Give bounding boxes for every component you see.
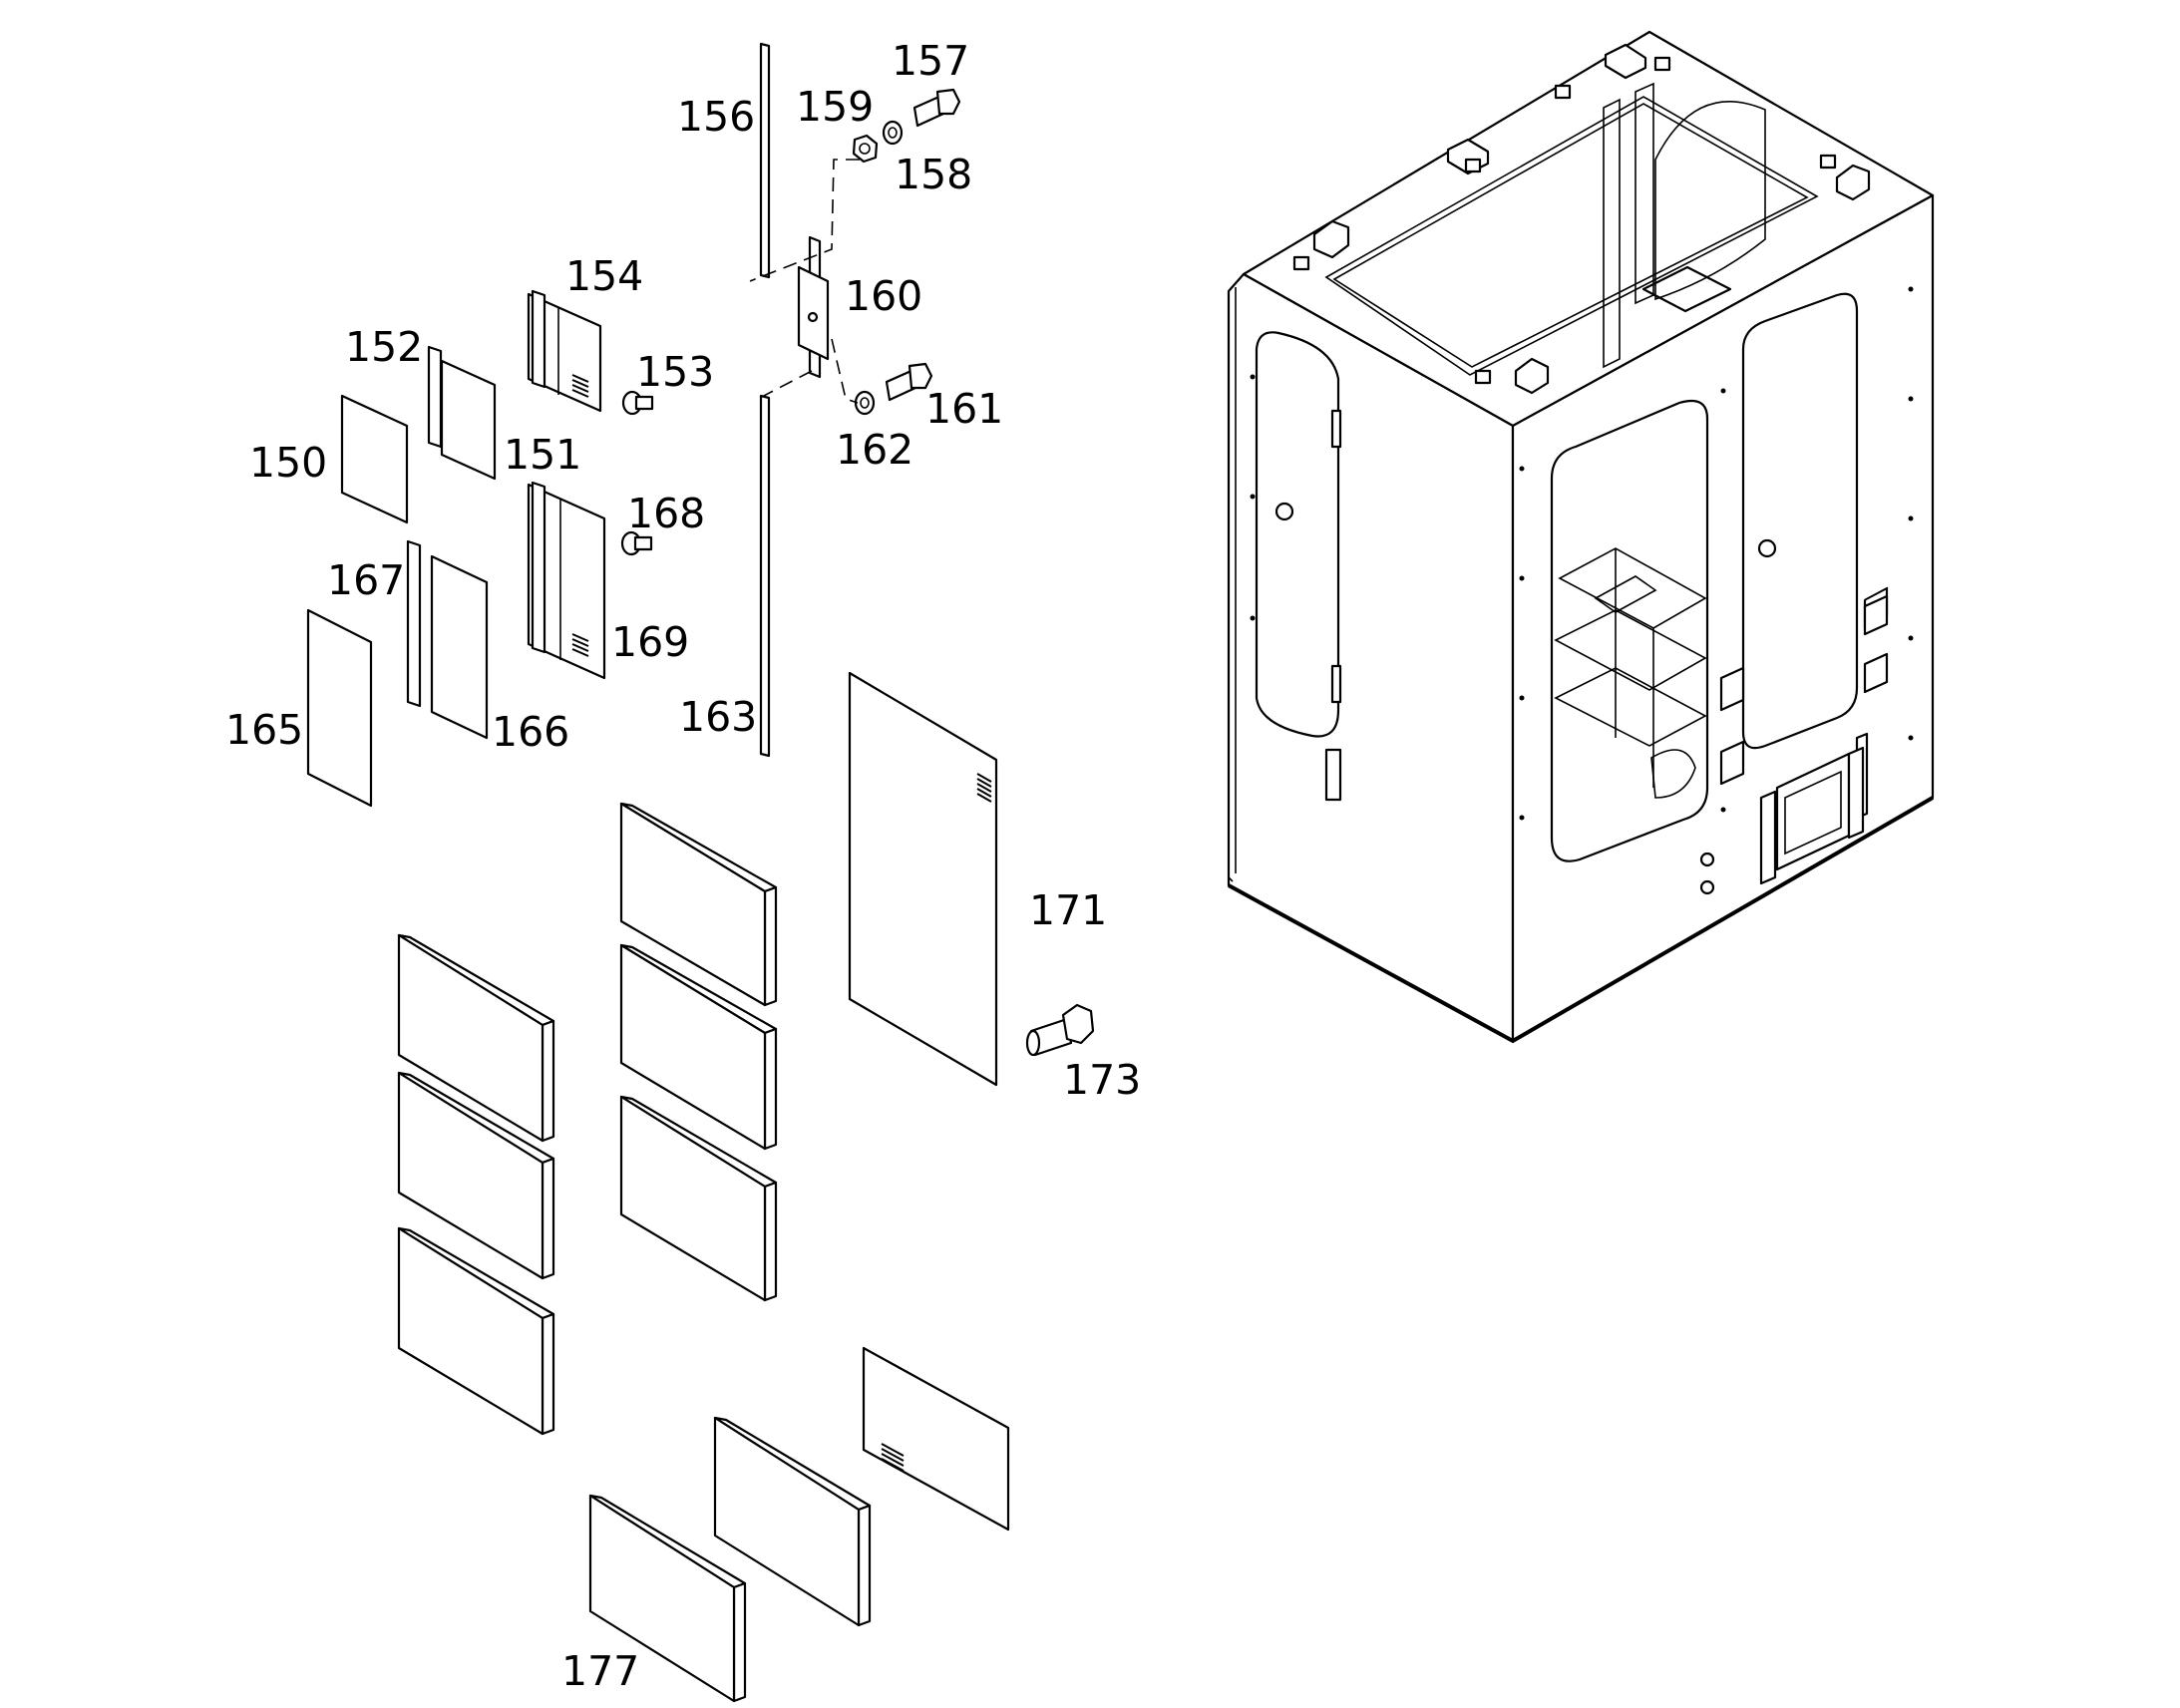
insulation-block: [397, 933, 555, 1143]
insulation-block: [619, 802, 778, 1007]
label-163: 163: [679, 693, 757, 741]
part-150-panel: [340, 394, 409, 524]
part-162-washer: [854, 390, 876, 416]
part-167-strip: [406, 539, 422, 708]
callout-labels: 150 151 152 153 154 156 157 158 159 160 …: [225, 37, 1141, 1695]
part-163-vertical-strip: [759, 394, 771, 758]
label-173: 173: [1063, 1056, 1141, 1104]
part-165-panel: [306, 608, 373, 808]
label-161: 161: [925, 385, 1003, 433]
part-168-screw: [620, 530, 653, 556]
part-158-washer: [882, 120, 904, 146]
part-169-hinge-panel: [527, 481, 606, 680]
label-169: 169: [611, 618, 689, 666]
label-153: 153: [636, 348, 714, 396]
top-plate: [1641, 265, 1732, 313]
label-162: 162: [836, 426, 913, 474]
label-152: 152: [345, 323, 423, 371]
label-158: 158: [895, 151, 972, 198]
insulation-block: [713, 1416, 872, 1627]
insulation-block: [397, 1071, 555, 1280]
label-156: 156: [677, 93, 755, 141]
label-177: 177: [561, 1647, 639, 1695]
part-159-nut: [852, 134, 879, 164]
part-173-bolt: [1025, 1003, 1095, 1057]
part-152-strip: [427, 345, 443, 449]
cabinet-frame: [1227, 30, 1935, 1044]
label-171: 171: [1029, 886, 1107, 934]
insulation-block: [619, 943, 778, 1151]
part-177-insulation-block: [588, 1494, 747, 1703]
part-160-bracket: [797, 235, 830, 379]
insulation-block: [397, 1226, 555, 1436]
part-153-screw: [621, 390, 654, 416]
label-165: 165: [225, 706, 303, 754]
label-154: 154: [565, 252, 643, 300]
insulation-blocks: [397, 802, 872, 1703]
label-150: 150: [249, 439, 327, 487]
part-166-panel: [430, 554, 489, 740]
label-160: 160: [845, 272, 922, 320]
part-161-bolt: [885, 362, 933, 402]
label-167: 167: [327, 556, 405, 604]
part-157-bolt: [912, 88, 961, 128]
label-159: 159: [796, 83, 874, 131]
label-166: 166: [492, 708, 569, 756]
part-154-hinge-panel: [527, 289, 602, 413]
part-171-large-panel: [848, 671, 998, 1087]
part-156-vertical-strip: [759, 42, 771, 279]
label-157: 157: [892, 37, 969, 85]
insulation-block: [619, 1095, 778, 1302]
part-151-panel: [440, 359, 497, 481]
label-168: 168: [627, 490, 705, 537]
label-151: 151: [504, 431, 581, 479]
vented-thin-panel: [862, 1346, 1010, 1532]
